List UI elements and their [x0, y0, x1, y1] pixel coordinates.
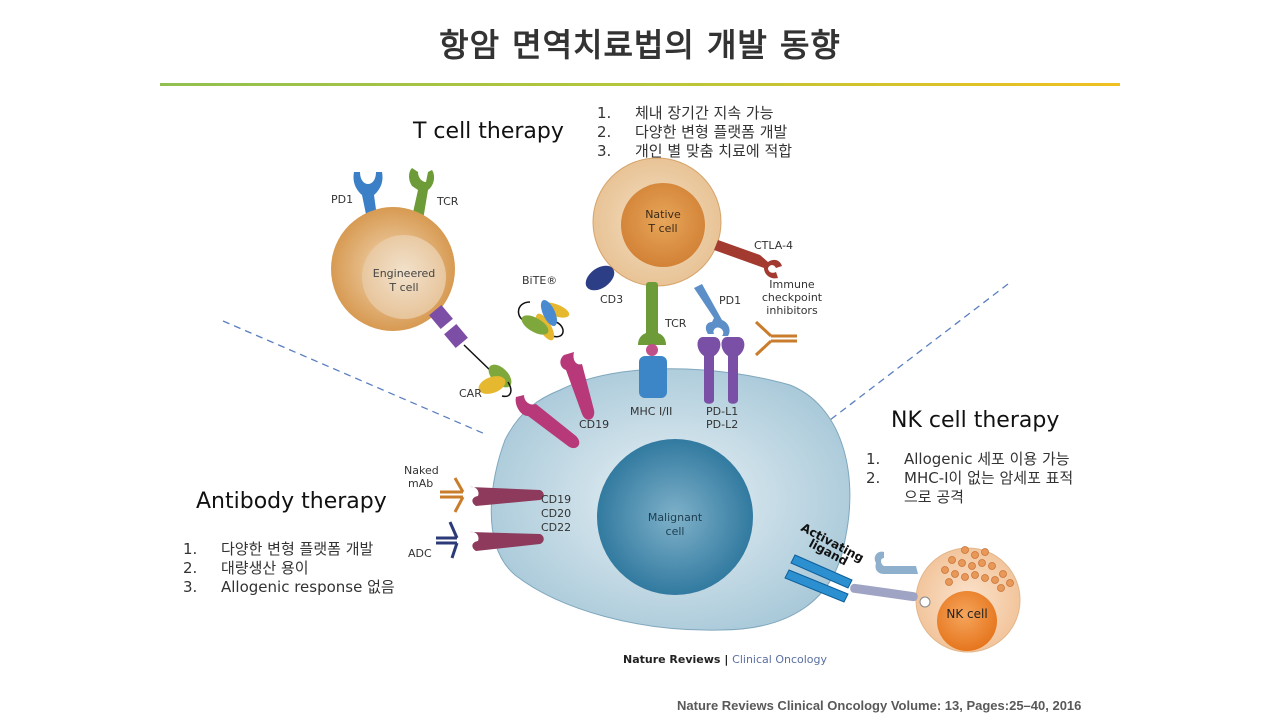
list-item: 3.Allogenic response 없음	[183, 578, 395, 596]
tcr-receptor-native	[646, 282, 658, 337]
label-checkpoint-1: Immune	[769, 278, 815, 291]
engineered-cell-label-1: Engineered	[373, 267, 436, 280]
label-naked-mab-1: Naked	[404, 464, 439, 477]
antibody-therapy-points: 1.다양한 변형 플랫폼 개발 2.대량생산 용이 3.Allogenic re…	[183, 540, 395, 597]
dashed-divider-right	[829, 283, 1009, 421]
label-cd22: CD22	[541, 521, 571, 534]
engineered-t-cell: Engineered T cell	[331, 168, 512, 398]
nk-cell-therapy-heading: NK cell therapy	[891, 408, 1060, 433]
checkpoint-inhibitor-antibody	[754, 320, 797, 357]
list-item: 3.개인 별 맞춤 치료에 적합	[597, 142, 793, 160]
label-mhc: MHC I/II	[630, 405, 672, 418]
bite-molecule	[517, 300, 570, 341]
nk-activating-receptor	[850, 583, 918, 602]
native-t-cell: Native T cell	[585, 157, 782, 404]
adc-antibody	[436, 521, 459, 559]
cd19-receptor-car	[515, 395, 580, 449]
label-ctla4: CTLA-4	[754, 239, 793, 252]
list-item: 2.MHC-I이 없는 암세포 표적	[866, 469, 1074, 487]
nk-granules	[941, 546, 1014, 592]
naked-mab-antibody	[440, 477, 465, 513]
car-construct	[429, 304, 512, 398]
label-cd19: CD19	[541, 493, 571, 506]
list-item: 2.다양한 변형 플랫폼 개발	[597, 123, 788, 141]
native-cell-label-1: Native	[645, 208, 681, 221]
engineered-cell-label-2: T cell	[388, 281, 418, 294]
label-naked-mab-2: mAb	[408, 477, 433, 490]
malignant-cell-label-1: Malignant	[648, 511, 703, 524]
label-tcr-native: TCR	[664, 317, 687, 330]
list-item: 2.대량생산 용이	[183, 559, 309, 577]
label-pd1-native: PD1	[719, 294, 741, 307]
nk-cell: NK cell	[850, 546, 1021, 653]
mhc-molecule	[639, 356, 667, 398]
nk-cell-label: NK cell	[946, 607, 987, 621]
label-checkpoint-2: checkpoint	[762, 291, 823, 304]
t-cell-therapy-heading: T cell therapy	[413, 119, 564, 144]
slide-title: 항암 면역치료법의 개발 동향	[439, 26, 841, 64]
label-cd20: CD20	[541, 507, 571, 520]
label-checkpoint-3: inhibitors	[766, 304, 818, 317]
label-car: CAR	[459, 387, 482, 400]
cd-antigen-receptor-1	[470, 486, 544, 506]
label-pd1-engineered: PD1	[331, 193, 353, 206]
ctla4-receptor	[714, 240, 782, 279]
list-item: 1.체내 장기간 지속 가능	[597, 104, 774, 122]
pdl2-ligand	[721, 337, 745, 404]
malignant-cell: Malignant cell	[490, 368, 851, 631]
label-pdl1: PD-L1	[706, 405, 738, 418]
journal-section: Clinical Oncology	[732, 653, 828, 666]
cd3-complex	[585, 265, 615, 291]
activating-ligand	[784, 554, 853, 603]
pd1-receptor-native	[694, 284, 730, 336]
nk-inhibitory-receptor	[874, 551, 918, 574]
journal-brand: Nature Reviews	[623, 653, 721, 666]
list-item: 1.다양한 변형 플랫폼 개발	[183, 540, 374, 558]
citation: Nature Reviews Clinical Oncology Volume:…	[677, 698, 1082, 713]
list-item: 1.Allogenic 세포 이용 가능	[866, 450, 1070, 468]
label-cd3: CD3	[600, 293, 623, 306]
dashed-divider-left	[222, 320, 486, 435]
figure-source: Nature Reviews | Clinical Oncology	[623, 653, 828, 666]
nk-cell-therapy-points: 1.Allogenic 세포 이용 가능 2.MHC-I이 없는 암세포 표적 …	[866, 450, 1073, 507]
cd-antigen-receptor-2	[470, 531, 544, 551]
t-cell-therapy-points: 1.체내 장기간 지속 가능 2.다양한 변형 플랫폼 개발 3.개인 별 맞춤…	[597, 104, 792, 161]
title-divider	[160, 83, 1120, 86]
malignant-nucleus	[597, 439, 753, 595]
antibody-therapy-heading: Antibody therapy	[196, 489, 387, 514]
label-pdl2: PD-L2	[706, 418, 738, 431]
label-bite: BiTE®	[522, 274, 557, 287]
pdl1-ligand	[697, 337, 721, 404]
malignant-cell-label-2: cell	[666, 525, 685, 538]
cd19-receptor-top	[560, 352, 595, 420]
label-tcr-engineered: TCR	[436, 195, 459, 208]
label-adc: ADC	[408, 547, 432, 560]
list-item: 으로 공격	[904, 488, 964, 506]
label-cd19-top: CD19	[579, 418, 609, 431]
native-cell-label-2: T cell	[647, 222, 677, 235]
